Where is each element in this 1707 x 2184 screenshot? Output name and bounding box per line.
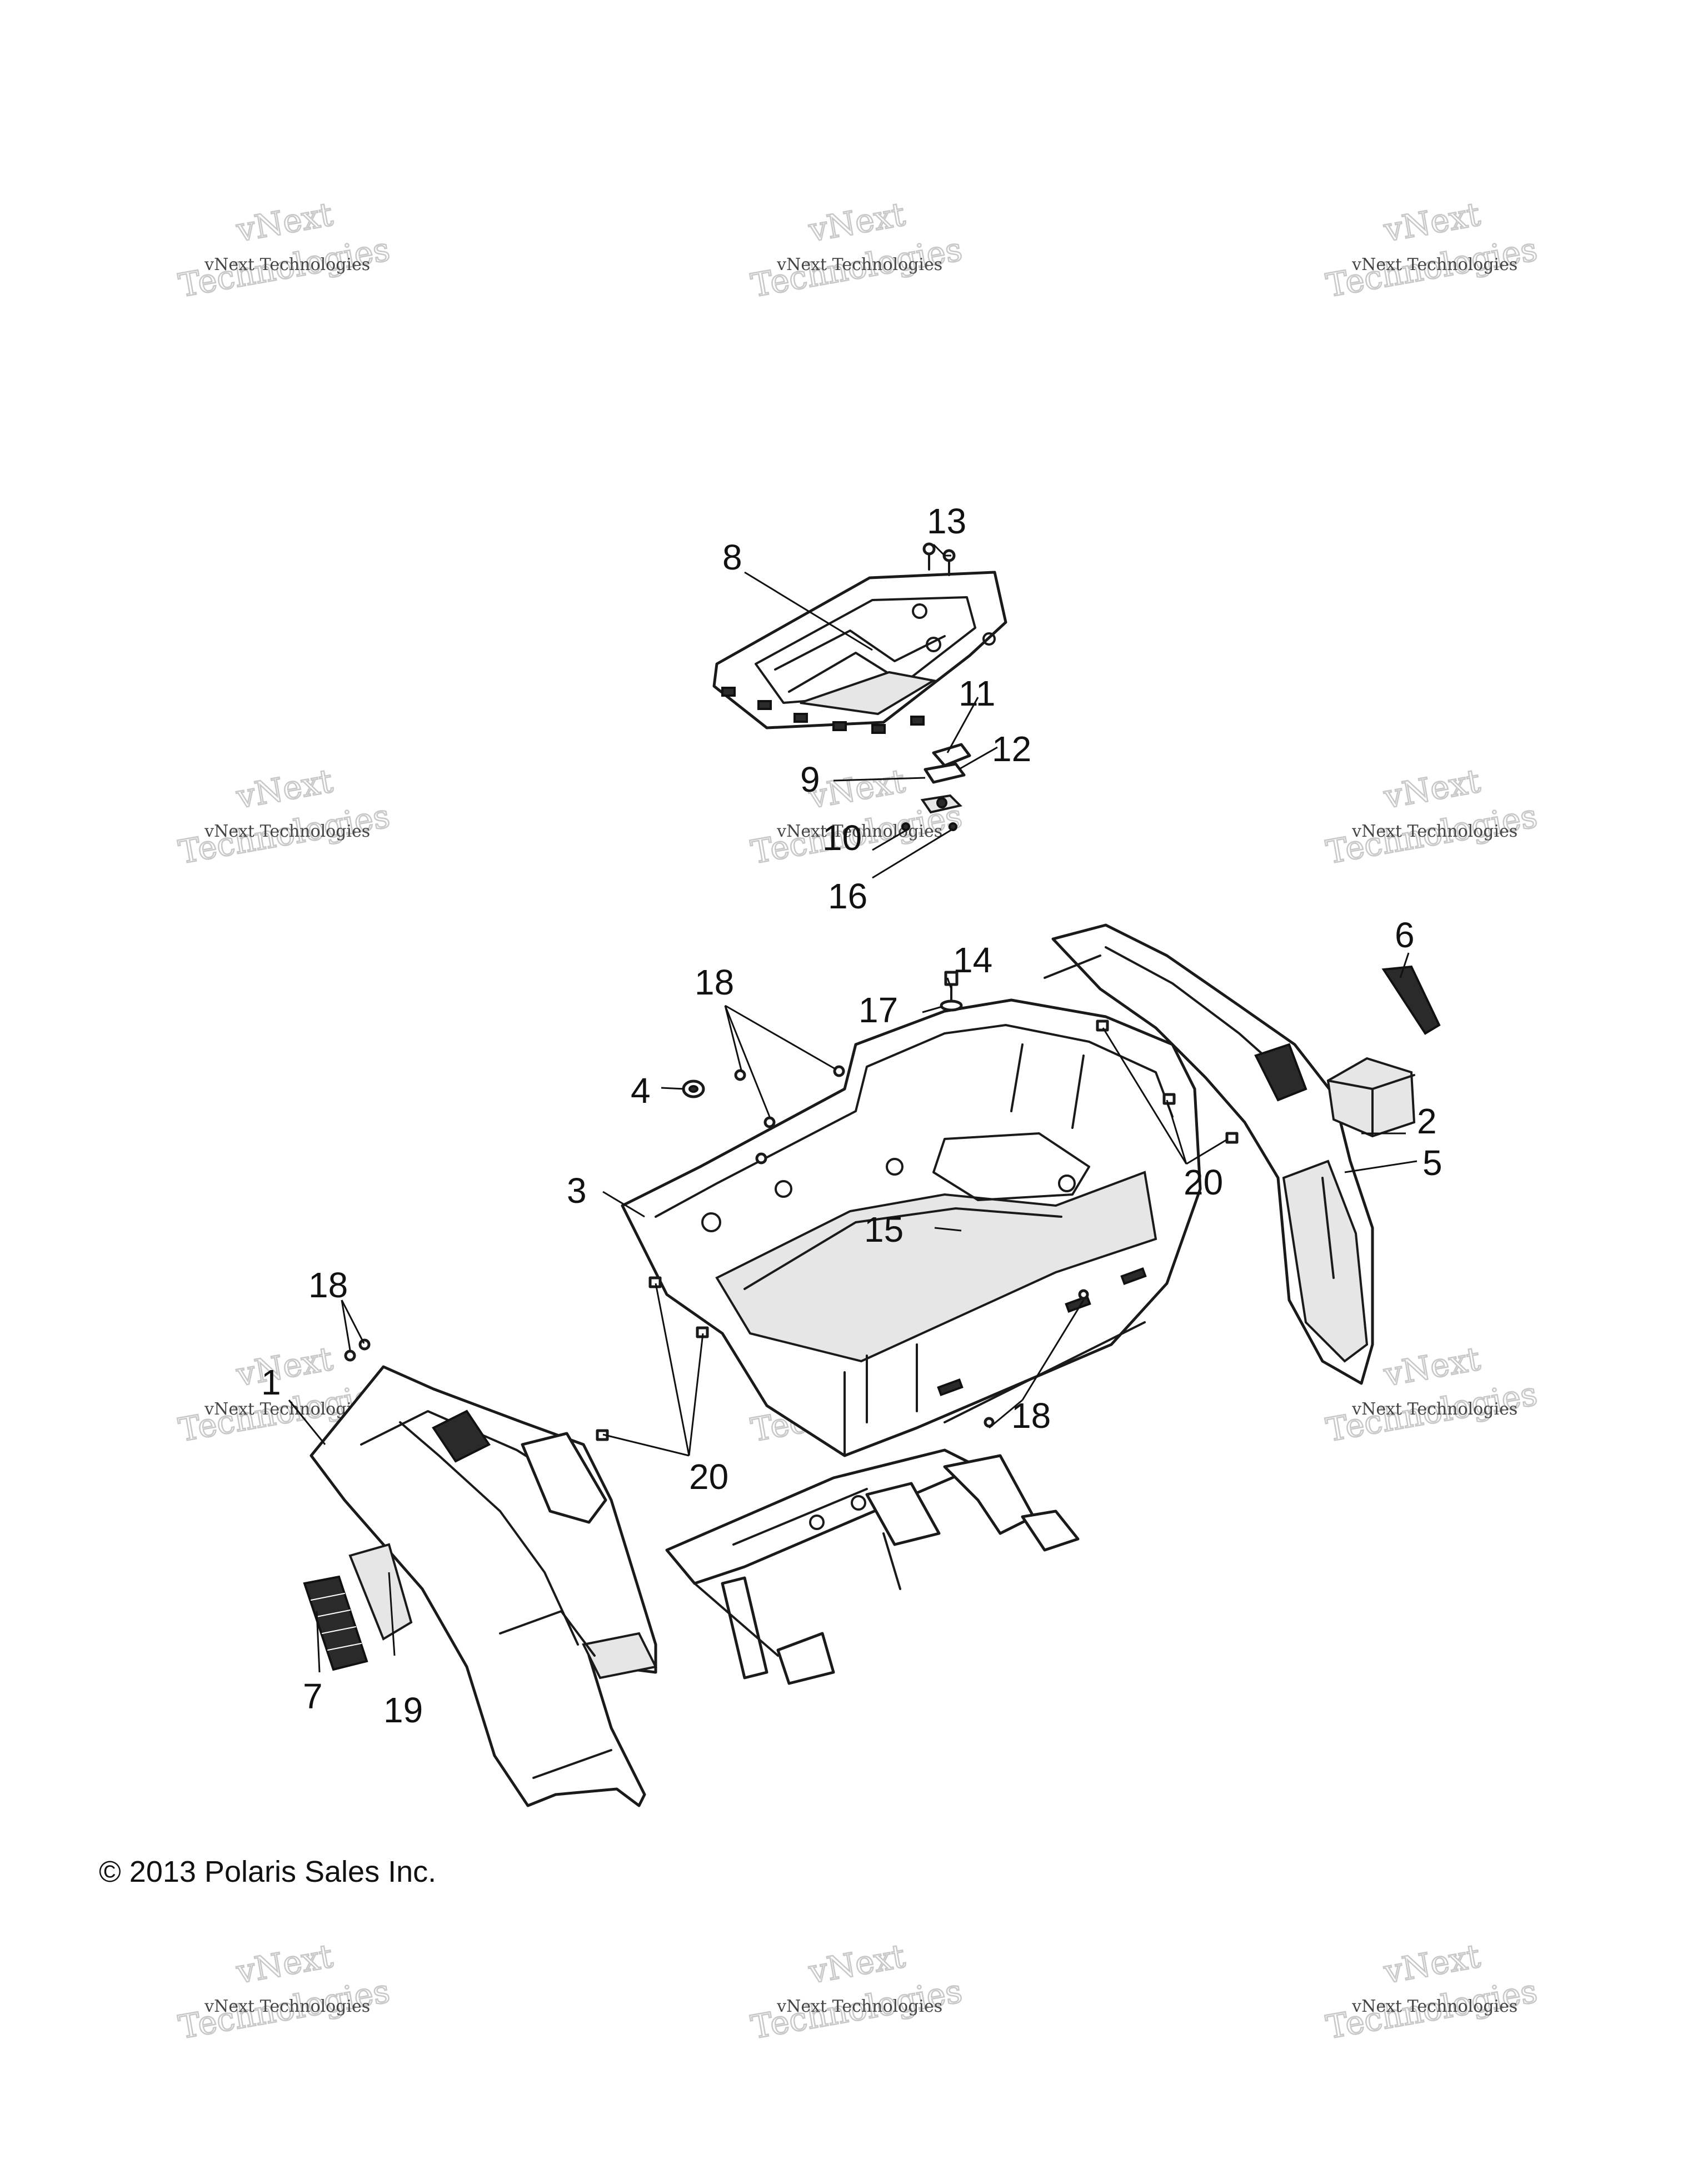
part-4-grommet	[682, 1079, 705, 1098]
part-16-nut-b	[949, 822, 957, 831]
callout-19: 19	[383, 1690, 423, 1730]
callout-18-left: 18	[308, 1265, 348, 1305]
watermark-text: vNext Technologies	[1351, 255, 1518, 274]
callout-18-top: 18	[695, 962, 734, 1002]
part-8-box-lid	[712, 571, 1007, 734]
callout-15: 15	[864, 1210, 904, 1250]
callout-5: 5	[1422, 1143, 1443, 1183]
watermark-text: vNext Technologies	[204, 822, 370, 841]
part-18-rivets	[344, 1065, 1089, 1428]
copyright-notice: © 2013 Polaris Sales Inc.	[99, 1855, 437, 1888]
callout-14: 14	[953, 940, 992, 980]
part-5-right-fender	[1044, 923, 1374, 1385]
part-17-washer	[940, 999, 963, 1012]
callout-2: 2	[1417, 1101, 1437, 1141]
callout-20-left: 20	[689, 1457, 728, 1497]
watermark-big-a: vNext	[806, 1937, 908, 1991]
watermark-big-a: vNext	[233, 195, 336, 249]
watermark-big-a: vNext	[806, 195, 908, 249]
part-1-left-fender	[310, 1365, 657, 1807]
watermark-big-a: vNext	[1381, 195, 1483, 249]
callout-12: 12	[992, 729, 1031, 769]
watermark-big-a: vNext	[233, 1340, 336, 1393]
part-3-cargo-box	[621, 998, 1202, 1457]
callout-4: 4	[631, 1071, 651, 1111]
watermark-text: vNext Technologies	[776, 822, 942, 841]
callout-7: 7	[303, 1676, 323, 1716]
watermark-big-a: vNext	[1381, 762, 1483, 816]
part-13-screws	[922, 542, 956, 576]
part-14-fastener	[940, 971, 963, 1012]
part-19-panel	[348, 1543, 413, 1641]
watermark-text: vNext Technologies	[776, 255, 942, 274]
watermark-text: vNext Technologies	[1351, 822, 1518, 841]
watermark-text: vNext Technologies	[1351, 1997, 1518, 2016]
part-2-pad	[1326, 1057, 1416, 1138]
part-12-latch-plate	[924, 762, 966, 784]
callout-10: 10	[822, 818, 862, 858]
callout-1: 1	[261, 1362, 281, 1402]
callout-17: 17	[859, 990, 898, 1030]
callout-labels: 13 8 11 12 9 10 16 6 14 17 18 4 2 20 5 3…	[261, 501, 1443, 1730]
callout-20-right: 20	[1184, 1162, 1223, 1202]
callout-3: 3	[567, 1171, 587, 1211]
callout-8: 8	[722, 537, 742, 577]
part-latch-assembly	[901, 743, 971, 831]
watermark-big-a: vNext	[1381, 1340, 1483, 1393]
part-11-latch	[932, 743, 971, 767]
watermark-big-a: vNext	[1381, 1937, 1483, 1991]
callout-18-bottom: 18	[1011, 1396, 1051, 1436]
callout-16: 16	[828, 876, 867, 916]
watermark-text: vNext Technologies	[204, 1997, 370, 2016]
watermark-big-a: vNext	[806, 762, 908, 816]
watermark-text: vNext Technologies	[776, 1997, 942, 2016]
watermark-text: vNext Technologies	[204, 255, 370, 274]
frame-subassembly	[665, 1448, 1080, 1685]
watermark-big-a: vNext	[233, 762, 336, 816]
watermark-big-a: vNext	[233, 1937, 336, 1991]
callout-13: 13	[927, 501, 966, 541]
callout-11: 11	[959, 673, 995, 713]
part-20-clips	[596, 1019, 1239, 1441]
callout-9: 9	[800, 759, 820, 799]
part-7-grille	[303, 1575, 368, 1671]
leader-lines	[288, 543, 1417, 1673]
watermark-text: vNext Technologies	[1351, 1400, 1518, 1419]
callout-6: 6	[1395, 915, 1415, 955]
part-6-tag	[1381, 965, 1441, 1035]
